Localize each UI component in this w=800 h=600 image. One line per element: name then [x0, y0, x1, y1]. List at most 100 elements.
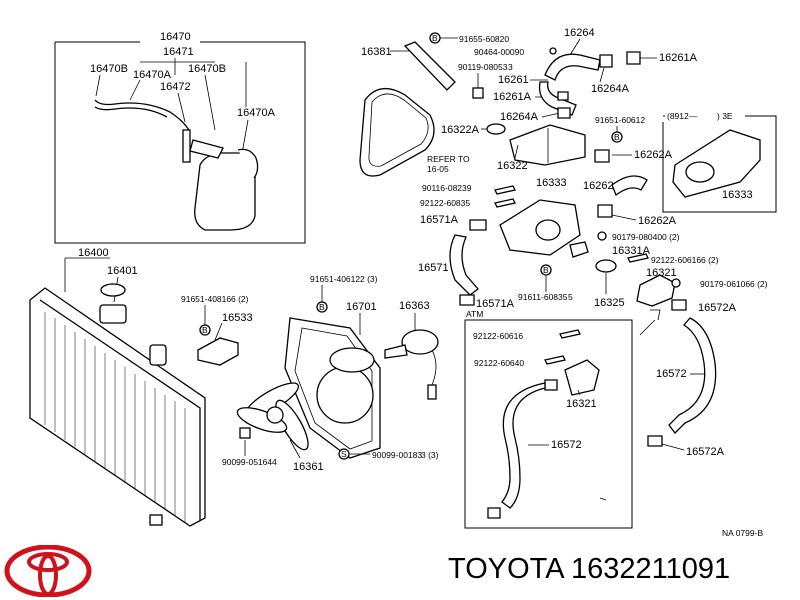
label-16321: 16321 — [646, 267, 677, 279]
svg-text:6 (2): 6 (2) — [701, 255, 719, 265]
label-16333-2: 16333 — [722, 189, 753, 201]
label-16361: 16361 — [293, 461, 324, 473]
label-16401: 16401 — [107, 265, 138, 277]
radiator-assembly: 16400 16401 — [29, 247, 206, 527]
svg-text:6 (2): 6 (2) — [750, 279, 768, 289]
part-number-caption: TOYOTA 1632211091 — [448, 553, 731, 585]
label-16470a-2: 16470A — [237, 107, 276, 119]
reservoir-tank — [194, 152, 256, 231]
label-16262a-2: 16262A — [638, 215, 677, 227]
label-16470b-2: 16470B — [188, 63, 226, 75]
reservoir-tank-assembly: 16470 16471 16470B 16470A 16470B 16472 1… — [54, 31, 306, 244]
radiator-cap — [99, 304, 127, 324]
water-inlet-group: 90116-08239 16333 16262 92122-60835 1657… — [418, 175, 768, 314]
label-16264a-2: 16264A — [500, 111, 539, 123]
label-92122-60616-atm: 92122-60616 — [473, 331, 523, 341]
label-90464-00090: 90464-00090 — [474, 47, 524, 57]
svg-text:B: B — [543, 265, 549, 275]
label-91651-40612: 91651-40612 — [310, 274, 360, 284]
toyota-logo-icon — [4, 545, 92, 597]
reservoir-cap — [189, 139, 224, 159]
label-90099-05164: 90099-05164 — [222, 457, 272, 467]
cooling-fan — [236, 382, 309, 451]
lower-hose-group: 16572 16572A NA 0799-B — [639, 309, 763, 538]
3e-variant-box: (8912— ) 3E 16333 — [662, 111, 777, 213]
water-inlet-housing-3e — [672, 129, 761, 198]
label-16400: 16400 — [78, 247, 109, 259]
lower-radiator-hose — [668, 317, 717, 434]
label-16363: 16363 — [399, 300, 430, 312]
radiator-bracket — [197, 337, 239, 366]
refer-page: 16-05 — [427, 164, 449, 174]
svg-text:B: B — [432, 33, 438, 43]
svg-text:0 (2): 0 (2) — [662, 232, 680, 242]
label-16471: 16471 — [163, 46, 194, 58]
label-16325: 16325 — [594, 297, 625, 309]
svg-text:3: 3 — [508, 62, 513, 72]
water-inlet-hose — [611, 175, 648, 197]
label-91611-60835: 91611-60835 — [518, 292, 568, 302]
svg-text:2 (3): 2 (3) — [360, 274, 378, 284]
label-16533: 16533 — [222, 312, 253, 324]
label-90116-08239: 90116-08239 — [422, 183, 472, 193]
label-16264: 16264 — [564, 27, 595, 39]
label-90099-00183: 90099-00183 — [372, 450, 422, 460]
svg-text:5: 5 — [568, 292, 573, 302]
label-16470a: 16470A — [133, 69, 172, 81]
label-16571: 16571 — [418, 262, 449, 274]
radiator-outlet-hose — [449, 234, 479, 296]
label-92122-60640: 92122-60640 — [474, 358, 524, 368]
label-16572: 16572 — [656, 368, 687, 380]
label-16701: 16701 — [346, 301, 377, 313]
svg-text:B: B — [614, 132, 620, 142]
label-16571a: 16571A — [420, 214, 459, 226]
radiator-inlet-hose — [544, 53, 601, 81]
label-16261a: 16261A — [493, 91, 532, 103]
label-91651-40816: 91651-40816 — [181, 294, 231, 304]
label-16322: 16322 — [497, 160, 528, 172]
label-16333: 16333 — [536, 177, 567, 189]
label-16470: 16470 — [160, 31, 191, 43]
label-90119-08053: 90119-08053 — [458, 62, 508, 72]
drain-cock-group: 91651-40816 6 (2) 16533 B — [181, 294, 253, 366]
label-90179-06106: 90179-06106 — [700, 279, 750, 289]
label-16321-atm: 16321 — [566, 398, 597, 410]
water-outlet-housing — [636, 274, 676, 307]
bypass-pipe — [403, 41, 456, 91]
fan-motor — [329, 347, 375, 373]
fan-shroud-group: 91651-40612 2 (3) B 16701 16363 ATM 1636… — [222, 274, 483, 473]
label-16571a-2: 16571A — [476, 298, 515, 310]
svg-text:3 (3): 3 (3) — [421, 450, 439, 460]
refer-note: REFER TO — [427, 154, 470, 164]
label-91655-60820: 91655-60820 — [459, 34, 509, 44]
diagram-code: NA 0799-B — [722, 528, 763, 538]
label-16472: 16472 — [160, 81, 191, 93]
atm-hose — [501, 382, 546, 509]
label-90179-08040: 90179-08040 — [612, 232, 662, 242]
svg-text:4: 4 — [272, 457, 277, 467]
overflow-tube — [182, 129, 191, 163]
label-16470b: 16470B — [90, 63, 128, 75]
label-16261a-2: 16261A — [659, 52, 698, 64]
label-atm: ATM — [466, 309, 483, 319]
label-16264a: 16264A — [591, 83, 630, 95]
label-92122-60616: 92122-60616 — [651, 255, 701, 265]
fan-motor-2 — [401, 329, 439, 355]
svg-text:S: S — [341, 449, 347, 459]
svg-text:) 3E: ) 3E — [717, 111, 733, 121]
label-16572a: 16572A — [698, 302, 737, 314]
label-91651-60612: 91651-60612 — [595, 115, 645, 125]
water-outlet — [509, 124, 586, 166]
label-16262a: 16262A — [634, 149, 673, 161]
label-16572-atm: 16572 — [551, 439, 582, 451]
water-outlet-atm — [564, 359, 600, 396]
thermostat — [595, 259, 617, 273]
label-16381: 16381 — [361, 46, 392, 58]
label-16262: 16262 — [583, 180, 614, 192]
label-16261: 16261 — [498, 74, 529, 86]
atm-box: 92122-60616 92122-60640 16321 16572 — [464, 319, 633, 529]
label-16331a: 16331A — [612, 245, 651, 257]
drive-belt: REFER TO 16-05 — [359, 88, 470, 177]
svg-text:B: B — [319, 302, 325, 312]
